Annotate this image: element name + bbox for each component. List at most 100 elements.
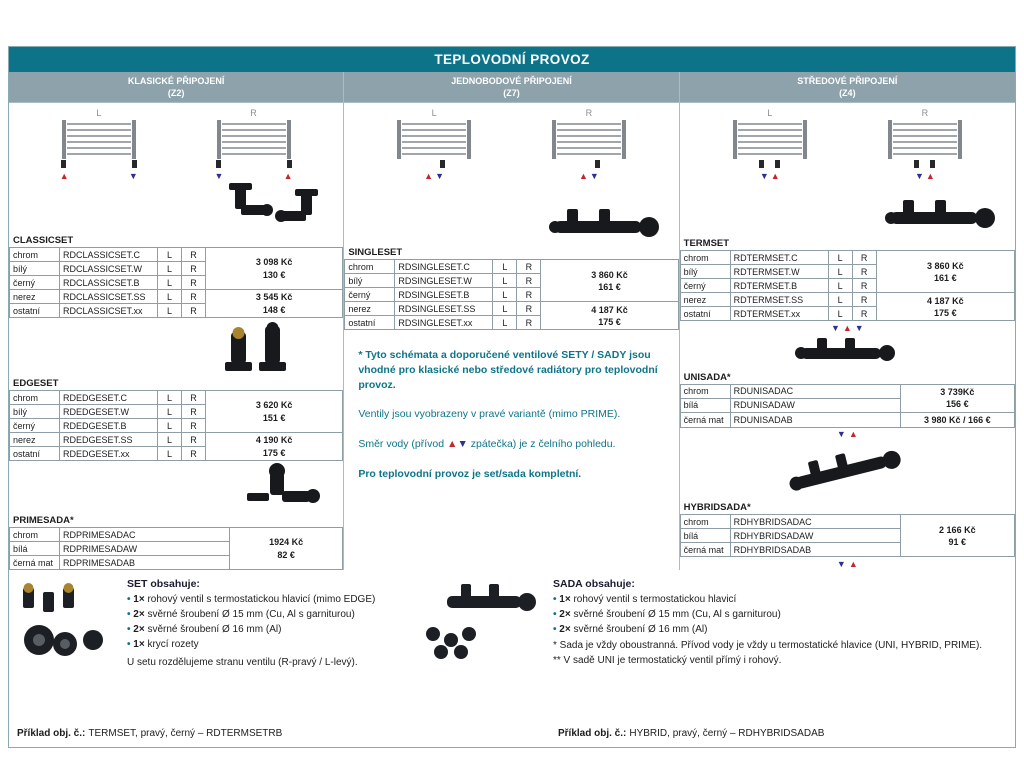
color-cell: ostatní xyxy=(679,306,731,322)
code-cell: RDSINGLESET.B xyxy=(394,287,494,303)
set-parts-image xyxy=(23,583,103,656)
right-variant-cell: R xyxy=(516,287,542,303)
left-variant-cell: L xyxy=(157,390,182,405)
unisada-product: UNISADA* xyxy=(680,334,1015,384)
code-cell: RDUNISADAC xyxy=(729,383,901,399)
price-cell: 3 980 Kč / 166 € xyxy=(899,411,1015,428)
radiator-rungs xyxy=(737,123,802,156)
code-cell: RDUNISADAW xyxy=(729,397,901,413)
edgeset-product: EDGESET xyxy=(9,318,343,390)
bullet-icon: • xyxy=(553,624,557,635)
hybridsada-product: HYBRIDSADA* xyxy=(680,440,1015,514)
code-cell: RDTERMSET.SS xyxy=(729,292,829,308)
right-variant-cell: R xyxy=(516,301,542,317)
column-header-title: JEDNOBODOVÉ PŘIPOJENÍ xyxy=(451,76,572,86)
flow-down-icon: ▼ xyxy=(836,558,846,569)
column-classic: KLASICKÉ PŘIPOJENÍ (Z2) L ▲ ▼ xyxy=(9,72,345,570)
notes-block: * Tyto schémata a doporučené ventilové S… xyxy=(344,330,678,496)
code-cell: RDSINGLESET.W xyxy=(394,273,494,289)
color-cell: ostatní xyxy=(9,303,60,318)
list-item: • 2× svěrné šroubení Ø 15 mm (Cu, Al s g… xyxy=(127,609,411,622)
right-variant-cell: R xyxy=(181,247,206,262)
column-header-single: JEDNOBODOVÉ PŘIPOJENÍ (Z7) xyxy=(344,72,679,104)
flow-down-icon: ▼ xyxy=(914,171,924,182)
color-cell: bílý xyxy=(344,273,396,289)
flow-arrows: ▼ ▲ xyxy=(680,428,1015,441)
left-variant-cell: L xyxy=(157,261,182,276)
code-cell: RDCLASSICSET.C xyxy=(59,247,158,262)
flow-down-icon: ▼ xyxy=(214,171,224,182)
item-qty: 2× xyxy=(559,624,571,635)
code-cell: RDSINGLESET.SS xyxy=(394,301,494,317)
valve-stub-icon xyxy=(913,160,919,169)
left-variant-cell: L xyxy=(157,289,182,304)
item-text: svěrné šroubení Ø 16 mm (Al) xyxy=(144,624,282,635)
set-note: U setu rozdělujeme stranu ventilu (R-pra… xyxy=(127,656,358,668)
code-cell: RDEDGESET.W xyxy=(59,404,158,419)
right-variant-cell: R xyxy=(851,250,877,266)
set-heading: SET obsahuje: xyxy=(127,578,200,590)
flow-down-icon: ▼ xyxy=(457,438,468,451)
radiator-diagram xyxy=(885,120,965,169)
flow-arrows: ▲ ▼ xyxy=(579,172,599,181)
sada-heading: SADA obsahuje: xyxy=(553,578,635,590)
color-cell: bílý xyxy=(9,404,60,419)
footnote: * Sada je vždy oboustranná. Přívod vody … xyxy=(553,639,983,651)
left-variant-cell: L xyxy=(157,404,182,419)
left-variant-cell: L xyxy=(827,264,853,280)
left-variant-cell: L xyxy=(157,432,182,447)
right-variant-cell: R xyxy=(851,264,877,280)
code-cell: RDEDGESET.C xyxy=(59,390,158,405)
item-text: rohový ventil s termostatickou hlavicí (… xyxy=(144,594,376,605)
valve-stub-icon xyxy=(60,160,66,169)
termset-product: TERMSET xyxy=(680,186,1015,250)
left-variant-cell: L xyxy=(827,306,853,322)
code-cell: RDHYBRIDSADAC xyxy=(729,514,901,530)
radiator-left-group: L ▼ ▲ xyxy=(705,108,835,181)
radiator-rungs xyxy=(556,123,621,156)
valve-stub-icon xyxy=(758,160,764,169)
color-cell: nerez xyxy=(344,301,396,317)
right-variant-cell: R xyxy=(181,275,206,290)
item-qty: 2× xyxy=(133,624,145,635)
sada-parts-image xyxy=(426,584,536,659)
flow-arrows: ▼ ▲ xyxy=(760,172,780,181)
contents-row: SET obsahuje: • 1× rohový ventil s termo… xyxy=(13,578,1011,671)
column-single: JEDNOBODOVÉ PŘIPOJENÍ (Z7) L ▲ ▼ xyxy=(344,72,680,570)
color-cell: černý xyxy=(679,278,731,294)
color-cell: bílá xyxy=(9,541,60,556)
right-variant-cell: R xyxy=(516,259,542,275)
edgeset-product-image xyxy=(225,322,287,371)
primesada-product: PRIMESADA* xyxy=(9,461,343,527)
color-cell: chrom xyxy=(679,250,731,266)
radiator-rungs xyxy=(892,123,957,156)
radiator-side-label: L xyxy=(96,108,102,119)
left-variant-cell: L xyxy=(157,303,182,318)
left-variant-cell: L xyxy=(492,287,518,303)
valve-stub-icon xyxy=(440,160,446,169)
note-schemata: * Tyto schémata a doporučené ventilové S… xyxy=(358,349,658,391)
bullet-icon: • xyxy=(553,609,557,620)
flow-up-icon: ▲ xyxy=(848,558,858,569)
right-variant-cell: R xyxy=(851,278,877,294)
item-text: svěrné šroubení Ø 15 mm (Cu, Al s garnit… xyxy=(144,609,355,620)
